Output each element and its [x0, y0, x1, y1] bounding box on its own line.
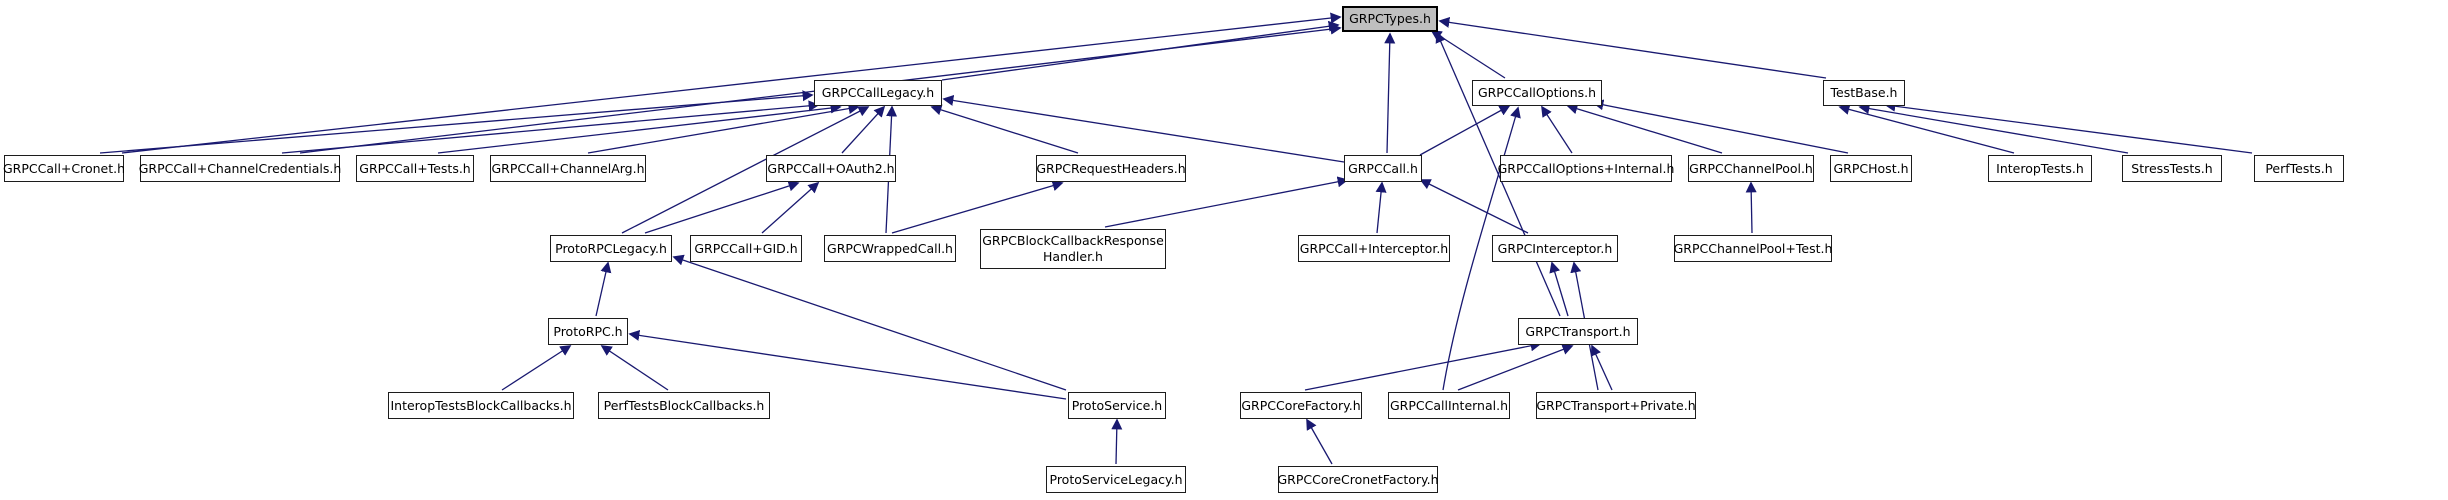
edge-grpcrequestheaders-h-to-grpccalllegacy-h: [930, 104, 1079, 154]
edge-grpccorefactory-h-to-grpctransport-h: [1304, 340, 1542, 391]
node-grpccall-tests-h[interactable]: GRPCCall+Tests.h: [356, 155, 474, 182]
edge-grpccorecronetfactory-h-to-grpccorefactory-h: [1306, 418, 1333, 465]
edge-perftestsblockcallbacks-h-to-protorpc-h: [600, 345, 669, 391]
edge-grpccall-h-to-grpctypes-h: [1384, 32, 1396, 154]
edge-testbase-h-to-grpctypes-h: [1438, 16, 1827, 79]
node-grpccall-oauth2-h[interactable]: GRPCCall+OAuth2.h: [766, 155, 896, 182]
node-grpctypes-h[interactable]: GRPCTypes.h: [1342, 6, 1438, 32]
edge-grpccall-h-to-grpccalllegacy-h: [942, 95, 1345, 163]
edge-protoservice-h-to-protorpclegacy-h: [672, 254, 1067, 391]
edge-grpcinterceptor-h-to-grpccall-h: [1419, 179, 1529, 234]
node-protoservice-h[interactable]: ProtoService.h: [1068, 392, 1166, 419]
edge-grpccallinternal-h-to-grpccalloptions-h: [1442, 106, 1521, 391]
edge-protorpclegacy-h-to-grpccalllegacy-h: [621, 106, 870, 234]
edge-protorpclegacy-h-to-grpccall-oauth2-h: [644, 180, 800, 234]
node-grpcchannelpool-test-h[interactable]: GRPCChannelPool+Test.h: [1674, 235, 1832, 262]
node-grpcblockcallbackresponsehandler-h[interactable]: GRPCBlockCallbackResponse Handler.h: [980, 229, 1166, 269]
node-protorpclegacy-h[interactable]: ProtoRPCLegacy.h: [550, 235, 672, 262]
edge-group: [99, 12, 2253, 465]
edge-protoservicelegacy-h-to-protoservice-h: [1111, 418, 1123, 465]
edge-stresstests-h-to-testbase-h: [1858, 103, 2129, 154]
node-interoptestsblockcallbacks-h[interactable]: InteropTestsBlockCallbacks.h: [388, 392, 574, 419]
edge-grpchost-h-to-grpccalloptions-h: [1592, 99, 1849, 154]
edge-grpccall-cronet-h-to-grpccalllegacy-h: [99, 90, 814, 154]
node-grpctransport-private-h[interactable]: GRPCTransport+Private.h: [1536, 392, 1696, 419]
edge-protorpc-h-to-protorpclegacy-h: [595, 261, 612, 317]
node-grpccorecronetfactory-h[interactable]: GRPCCoreCronetFactory.h: [1277, 466, 1439, 493]
edge-grpccall-tests-h-to-grpccalllegacy-h: [437, 102, 842, 154]
edge-interoptestsblockcallbacks-h-to-protorpc-h: [501, 345, 572, 391]
edge-protoservice-h-to-protorpc-h: [628, 329, 1067, 400]
node-testbase-h[interactable]: TestBase.h: [1823, 80, 1905, 106]
edge-grpctransport-h-to-grpcinterceptor-h: [1549, 261, 1569, 317]
node-grpcrequestheaders-h[interactable]: GRPCRequestHeaders.h: [1036, 155, 1186, 182]
edge-grpctransport-private-h-to-grpctransport-h: [1590, 344, 1613, 391]
node-stresstests-h[interactable]: StressTests.h: [2122, 155, 2222, 182]
node-grpccall-interceptor-h[interactable]: GRPCCall+Interceptor.h: [1298, 235, 1450, 262]
node-grpccall-channelarg-h[interactable]: GRPCCall+ChannelArg.h: [490, 155, 646, 182]
edge-grpccall-interceptor-h-to-grpccall-h: [1375, 181, 1387, 234]
edge-grpcchannelpool-test-h-to-grpcchannelpool-h: [1745, 181, 1757, 234]
edge-grpccall-cronet-h-to-grpctypes-h: [121, 12, 1342, 154]
node-grpccalloptions-internal-h[interactable]: GRPCCallOptions+Internal.h: [1498, 155, 1674, 182]
node-grpcwrappedcall-h[interactable]: GRPCWrappedCall.h: [824, 235, 956, 262]
node-perftests-h[interactable]: PerfTests.h: [2254, 155, 2344, 182]
edge-grpccall-h-to-grpccalloptions-h: [1419, 105, 1511, 156]
node-grpchost-h[interactable]: GRPCHost.h: [1830, 155, 1912, 182]
node-grpccall-gid-h[interactable]: GRPCCall+GID.h: [690, 235, 802, 262]
edge-grpccall-channelcredentials-h-to-grpccalllegacy-h: [281, 100, 820, 154]
edge-grpccall-oauth2-h-to-grpccalllegacy-h: [841, 105, 886, 154]
node-grpccalloptions-h[interactable]: GRPCCallOptions.h: [1472, 80, 1602, 106]
edge-interoptests-h-to-testbase-h: [1838, 104, 2015, 154]
edge-grpcwrappedcall-h-to-grpcrequestheaders-h: [891, 180, 1064, 234]
node-protorpc-h[interactable]: ProtoRPC.h: [548, 318, 628, 345]
edge-grpccall-channelarg-h-to-grpccalllegacy-h: [587, 103, 860, 154]
node-grpcinterceptor-h[interactable]: GRPCInterceptor.h: [1492, 235, 1618, 262]
edge-grpccalloptions-h-to-grpctypes-h: [1430, 30, 1506, 79]
node-grpctransport-h[interactable]: GRPCTransport.h: [1518, 318, 1638, 345]
edge-grpccalloptions-internal-h-to-grpccalloptions-h: [1541, 105, 1573, 154]
node-grpccalllegacy-h[interactable]: GRPCCallLegacy.h: [814, 80, 942, 106]
node-grpccall-h[interactable]: GRPCCall.h: [1344, 155, 1422, 182]
edge-grpcchannelpool-h-to-grpccalloptions-h: [1566, 103, 1723, 154]
node-perftestsblockcallbacks-h[interactable]: PerfTestsBlockCallbacks.h: [598, 392, 770, 419]
node-grpccall-channelcredentials-h[interactable]: GRPCCall+ChannelCredentials.h: [139, 155, 341, 182]
node-grpccallinternal-h[interactable]: GRPCCallInternal.h: [1388, 392, 1510, 419]
edge-grpccall-gid-h-to-grpccall-oauth2-h: [761, 181, 820, 234]
edge-grpccallinternal-h-to-grpctransport-h: [1457, 344, 1574, 391]
node-grpccall-cronet-h[interactable]: GRPCCall+Cronet.h: [3, 155, 125, 182]
edge-perftests-h-to-testbase-h: [1884, 100, 2253, 154]
node-protoservicelegacy-h[interactable]: ProtoServiceLegacy.h: [1046, 466, 1186, 493]
edge-grpcblockcallbackresponsehandler-h-to-grpccall-h: [1104, 176, 1349, 228]
node-interoptests-h[interactable]: InteropTests.h: [1988, 155, 2092, 182]
node-grpccorefactory-h[interactable]: GRPCCoreFactory.h: [1240, 392, 1362, 419]
node-grpcchannelpool-h[interactable]: GRPCChannelPool.h: [1688, 155, 1814, 182]
